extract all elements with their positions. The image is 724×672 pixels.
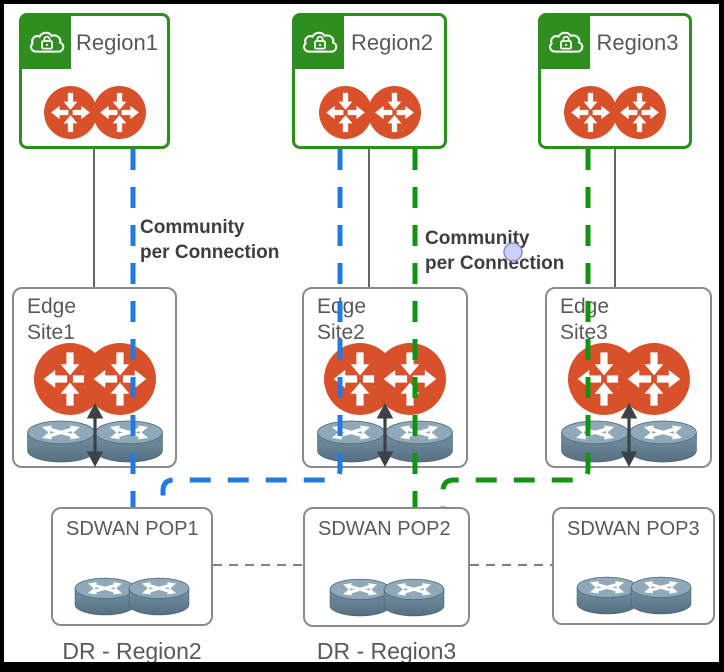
- cloud-lock-icon: [300, 28, 340, 58]
- region-label: Region3: [596, 30, 679, 55]
- double-arrow-icon: [374, 403, 396, 467]
- pop-box-3: SDWAN POP3: [552, 507, 715, 625]
- routing-circle-icon: [319, 86, 372, 139]
- routing-circle-icon: [368, 86, 421, 139]
- region-label: Region2: [351, 30, 433, 55]
- region-router-pair: [295, 86, 444, 139]
- pop-box-2: SDWAN POP2: [303, 507, 470, 627]
- region-header: [541, 16, 590, 69]
- region-router-pair: [22, 86, 167, 139]
- pop-cylinder-pair: [53, 574, 211, 619]
- router-icon: [627, 573, 695, 618]
- region-header: [295, 16, 344, 69]
- routing-circle-icon: [44, 86, 97, 139]
- pop-label: SDWAN POP3: [567, 518, 700, 540]
- router-icon: [125, 574, 193, 619]
- dr-label-1: DR - Region2: [62, 638, 202, 664]
- pop-box-1: SDWAN POP1: [51, 507, 213, 626]
- region-header: [22, 16, 71, 69]
- region-router-pair: [541, 86, 689, 139]
- routing-circle-icon: [93, 86, 146, 139]
- dr-label-2: DR - Region3: [316, 638, 457, 664]
- frame-border-left: [0, 0, 4, 672]
- pop-cylinder-pair: [554, 573, 713, 618]
- frame-border-top: [0, 0, 724, 4]
- frame-border-right: [719, 0, 724, 672]
- pop-label: SDWAN POP2: [318, 518, 451, 540]
- region-box-3: Region3: [538, 13, 692, 149]
- double-arrow-icon: [84, 403, 106, 467]
- cloud-lock-icon: [27, 28, 67, 58]
- router-icon: [380, 575, 448, 620]
- pop-label: SDWAN POP1: [66, 518, 199, 540]
- routing-circle-icon: [613, 86, 666, 139]
- region-box-2: Region2: [292, 13, 447, 149]
- routing-circle-icon: [564, 86, 617, 139]
- pop-cylinder-pair: [305, 575, 468, 620]
- cloud-lock-icon: [546, 28, 586, 58]
- double-arrow-icon: [618, 403, 640, 467]
- region-label: Region1: [76, 30, 158, 55]
- frame-border-bottom: [0, 662, 724, 672]
- region-box-1: Region1: [19, 13, 170, 149]
